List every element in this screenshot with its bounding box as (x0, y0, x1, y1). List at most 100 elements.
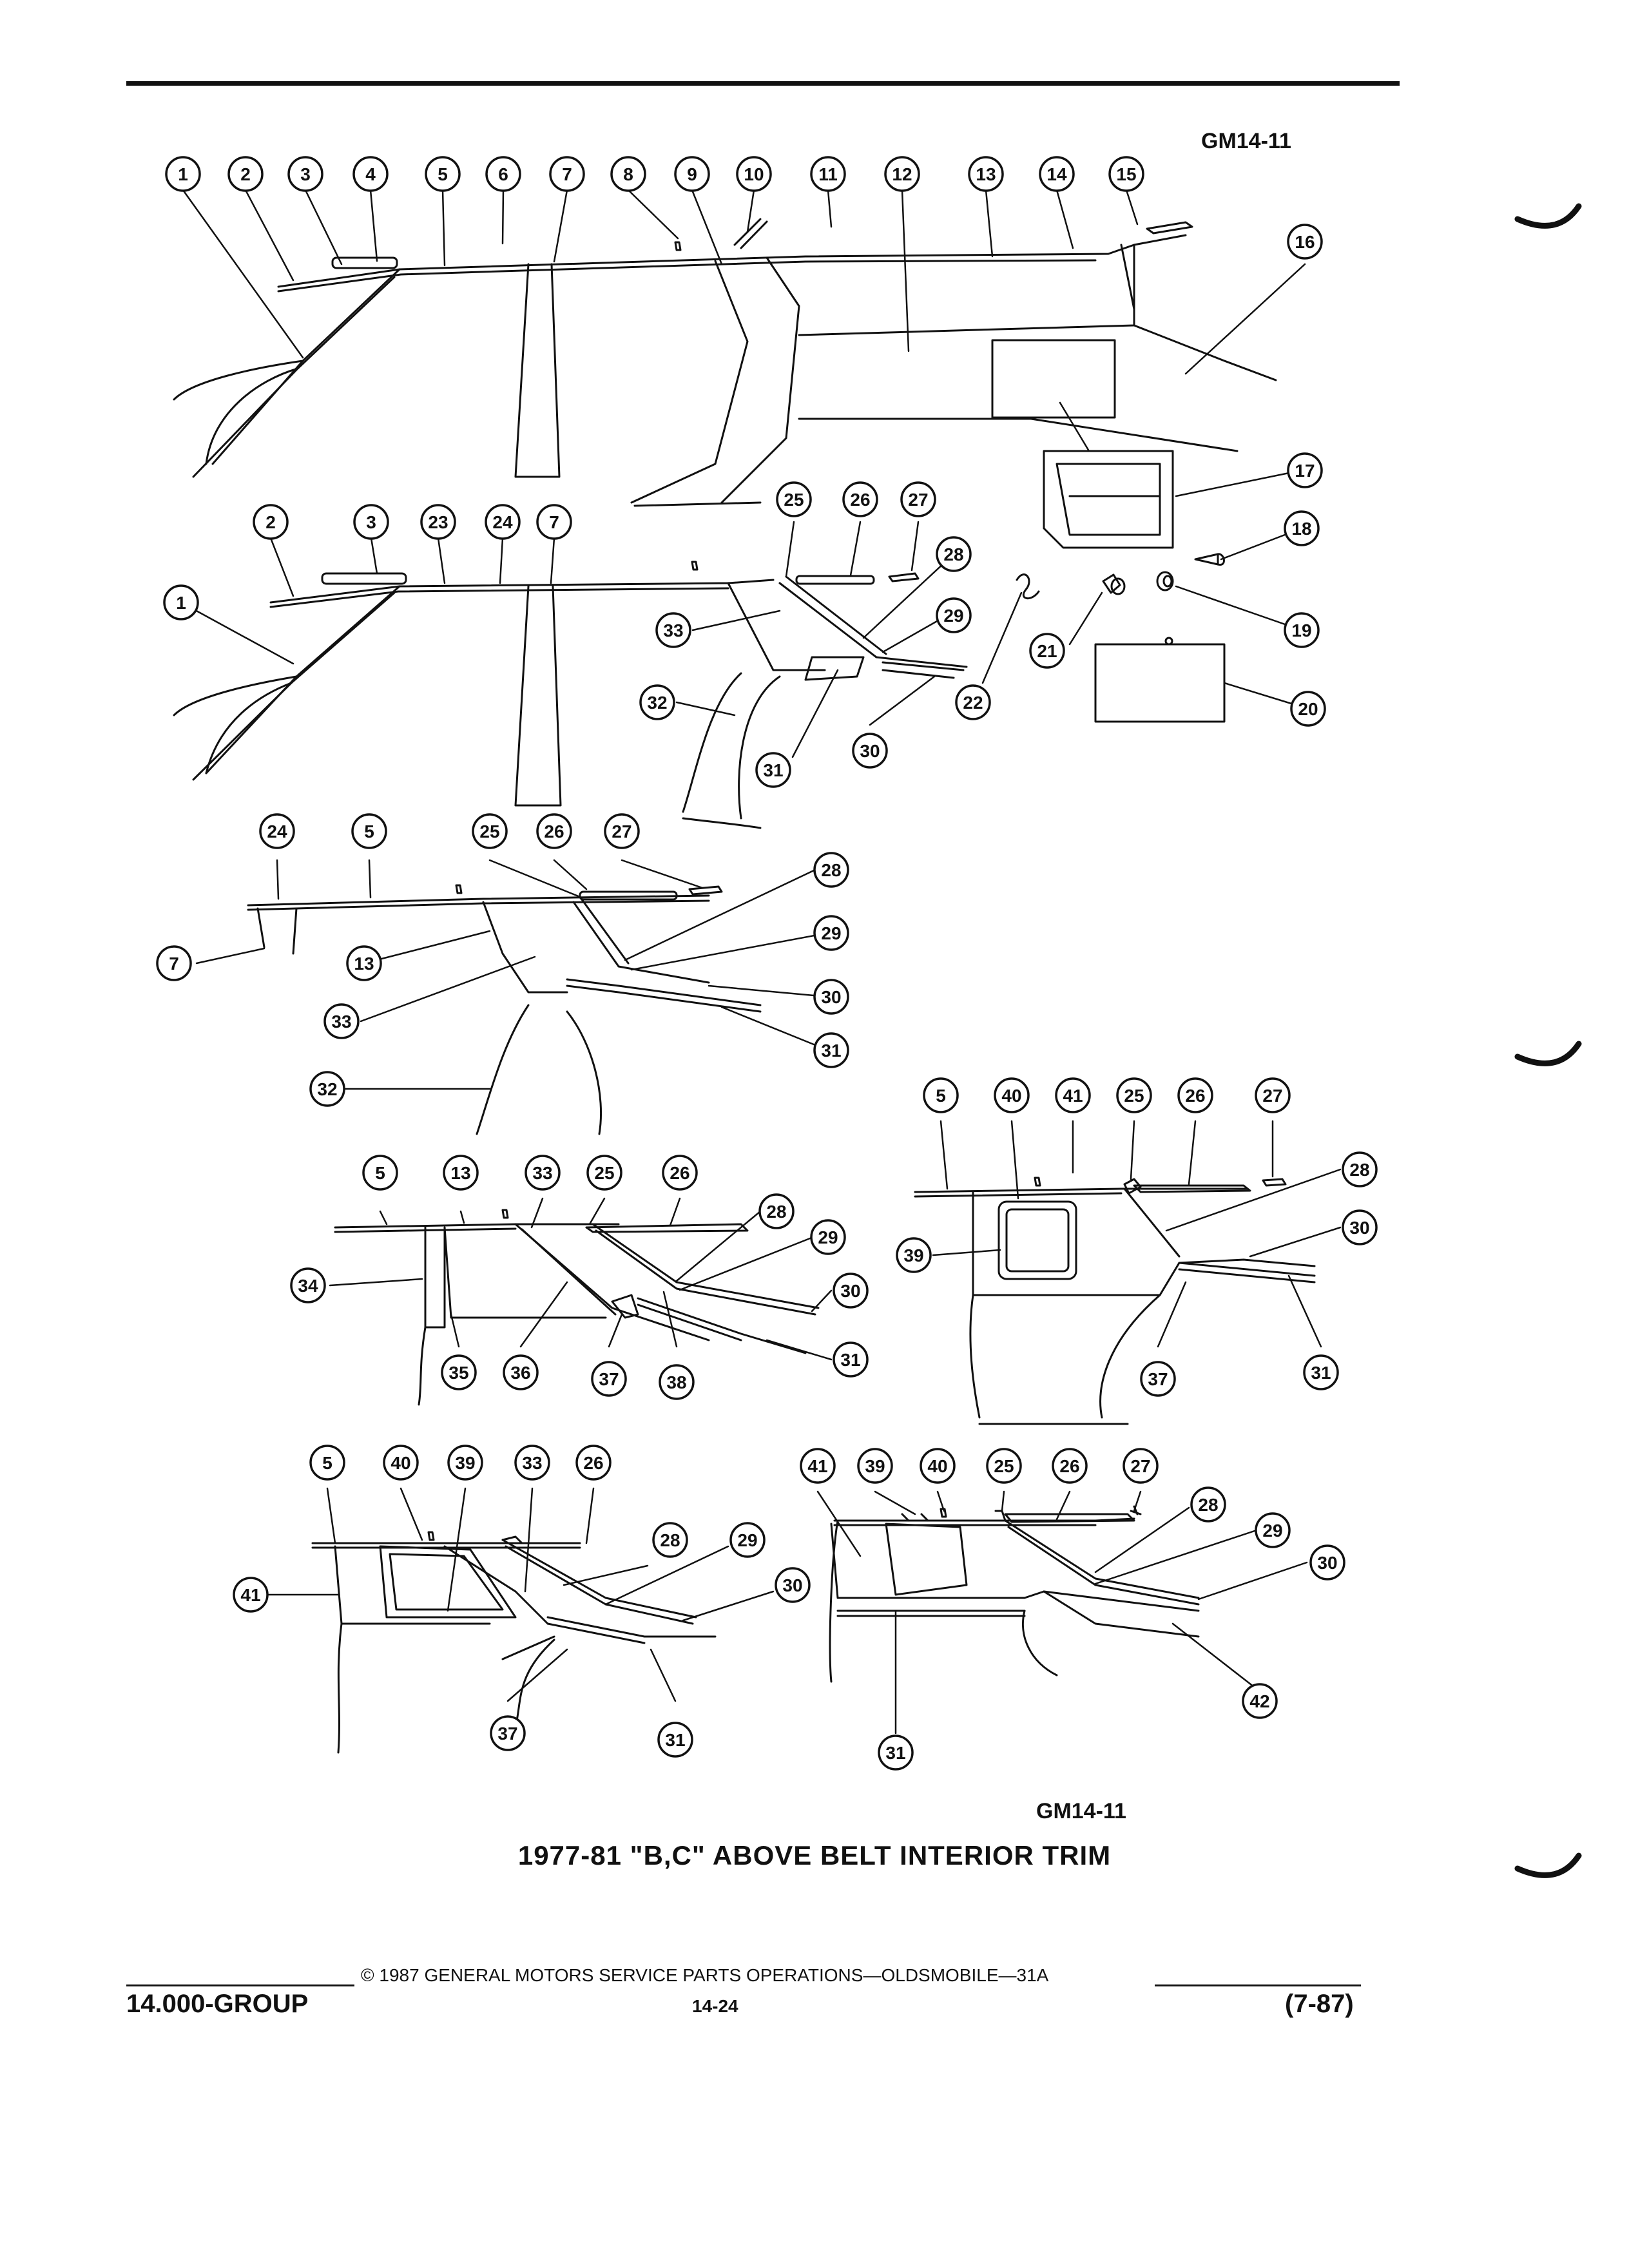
callout-22: 22 (955, 684, 991, 720)
svg-text:5: 5 (375, 1163, 385, 1183)
callout-20: 20 (1290, 691, 1326, 727)
svg-text:41: 41 (240, 1585, 260, 1605)
callout-25: 25 (1116, 1077, 1152, 1113)
binding-mark-3 (1514, 1852, 1582, 1878)
callout-11: 11 (810, 156, 846, 192)
callout-27: 27 (604, 813, 640, 849)
svg-text:25: 25 (1124, 1086, 1144, 1106)
callout-3: 3 (287, 156, 323, 192)
callout-33: 33 (525, 1155, 561, 1191)
svg-text:31: 31 (885, 1743, 905, 1763)
callout-40: 40 (994, 1077, 1030, 1113)
callout-30: 30 (775, 1567, 811, 1603)
svg-text:40: 40 (1001, 1086, 1021, 1106)
svg-text:31: 31 (821, 1041, 841, 1061)
footer-rule-right (1155, 1984, 1361, 1986)
svg-text:27: 27 (908, 490, 928, 510)
callout-37: 37 (591, 1361, 627, 1397)
svg-text:3: 3 (366, 512, 376, 532)
callout-40: 40 (383, 1445, 419, 1481)
svg-text:16: 16 (1295, 232, 1315, 252)
callout-26: 26 (575, 1445, 612, 1481)
svg-text:17: 17 (1295, 461, 1315, 481)
svg-text:26: 26 (1059, 1456, 1079, 1476)
svg-text:5: 5 (438, 164, 448, 184)
svg-text:40: 40 (927, 1456, 947, 1476)
view-7-leaders (816, 1490, 1308, 1735)
svg-text:29: 29 (943, 606, 963, 626)
svg-text:24: 24 (492, 512, 513, 532)
callout-31: 31 (755, 752, 791, 788)
svg-text:37: 37 (497, 1724, 517, 1744)
svg-text:1: 1 (176, 593, 186, 613)
callout-33: 33 (514, 1445, 550, 1481)
view-1-console-parts (981, 450, 1309, 723)
svg-text:32: 32 (317, 1079, 337, 1099)
callout-16: 16 (1287, 224, 1323, 260)
callout-31: 31 (813, 1032, 849, 1068)
svg-text:31: 31 (763, 760, 783, 780)
binding-mark-2 (1514, 1041, 1582, 1066)
svg-text:41: 41 (807, 1456, 827, 1476)
callout-21: 21 (1029, 633, 1065, 669)
callout-24: 24 (259, 813, 295, 849)
callout-26: 26 (536, 813, 572, 849)
svg-text:13: 13 (976, 164, 996, 184)
callout-6: 6 (485, 156, 521, 192)
svg-text:20: 20 (1298, 699, 1318, 719)
callout-41: 41 (1055, 1077, 1091, 1113)
svg-text:27: 27 (612, 822, 631, 841)
svg-text:39: 39 (455, 1453, 475, 1473)
callout-5: 5 (362, 1155, 398, 1191)
svg-text:1: 1 (178, 164, 188, 184)
view-3-linework (247, 884, 762, 1135)
svg-text:2: 2 (265, 512, 276, 532)
svg-text:26: 26 (670, 1163, 689, 1183)
footer-date: (7-87) (1285, 1990, 1354, 2018)
callout-17: 17 (1287, 452, 1323, 488)
svg-text:31: 31 (1311, 1363, 1331, 1383)
svg-text:3: 3 (300, 164, 311, 184)
callout-31: 31 (1303, 1354, 1339, 1390)
callout-39: 39 (857, 1448, 893, 1484)
svg-text:25: 25 (784, 490, 804, 510)
callout-28: 28 (652, 1522, 688, 1558)
callout-12: 12 (884, 156, 920, 192)
svg-text:33: 33 (532, 1163, 552, 1183)
callout-33: 33 (323, 1003, 360, 1039)
svg-text:29: 29 (818, 1227, 838, 1247)
callout-28: 28 (813, 852, 849, 888)
view-5-leaders (932, 1120, 1342, 1348)
callout-40: 40 (920, 1448, 956, 1484)
callout-19: 19 (1284, 612, 1320, 648)
svg-text:28: 28 (766, 1202, 786, 1222)
svg-text:8: 8 (623, 164, 633, 184)
svg-text:25: 25 (594, 1163, 614, 1183)
view-2-linework (173, 561, 968, 829)
callout-1: 1 (163, 584, 199, 620)
callout-25: 25 (586, 1155, 622, 1191)
svg-text:27: 27 (1130, 1456, 1150, 1476)
callout-39: 39 (896, 1237, 932, 1273)
view-2-leaders (180, 521, 955, 758)
callout-7: 7 (549, 156, 585, 192)
callout-14: 14 (1039, 156, 1075, 192)
svg-text:7: 7 (549, 512, 559, 532)
svg-text:10: 10 (744, 164, 764, 184)
callout-29: 29 (936, 597, 972, 633)
callout-37: 37 (490, 1715, 526, 1751)
svg-text:9: 9 (687, 164, 697, 184)
callout-5: 5 (309, 1445, 345, 1481)
svg-text:40: 40 (390, 1453, 410, 1473)
svg-text:5: 5 (322, 1453, 333, 1473)
figure-title: 1977-81 "B,C" ABOVE BELT INTERIOR TRIM (517, 1840, 1112, 1870)
callout-28: 28 (1342, 1151, 1378, 1187)
svg-text:29: 29 (737, 1530, 757, 1550)
svg-text:31: 31 (665, 1730, 685, 1750)
svg-text:11: 11 (818, 164, 838, 184)
callout-10: 10 (736, 156, 772, 192)
svg-text:37: 37 (1148, 1369, 1168, 1389)
svg-text:4: 4 (365, 164, 376, 184)
